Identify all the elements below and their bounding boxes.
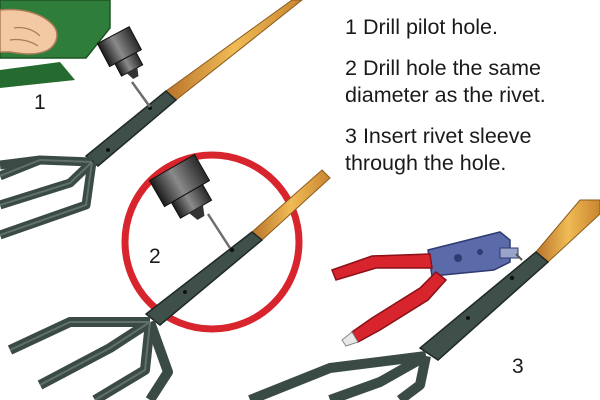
fork-tines-3 [248, 351, 431, 400]
instruction-3: 3 Insert rivet sleeve through the hole. [345, 123, 595, 177]
fork-shaft-3 [418, 251, 550, 361]
fork-step-3 [248, 199, 600, 400]
drill-step-2 [148, 153, 232, 249]
step-marker-3: 3 [512, 355, 524, 378]
instruction-2-number: 2 [345, 56, 357, 80]
fork-shaft-2 [144, 231, 264, 326]
wood-handle-2 [251, 169, 331, 241]
instruction-1-number: 1 [345, 15, 357, 39]
fork-tines-2 [7, 317, 173, 400]
step-marker-2: 2 [149, 245, 161, 268]
fork-shaft-1 [84, 90, 178, 167]
riveter-head [427, 231, 511, 277]
fork-step-1 [0, 0, 303, 240]
wood-handle-1 [165, 0, 303, 101]
hand [0, 8, 58, 55]
fork-step-2 [7, 151, 331, 400]
drill-bit-2 [206, 213, 232, 249]
drill-bit-1 [130, 81, 152, 108]
instructions-panel: 1 Drill pilot hole. 2 Drill hole the sam… [345, 14, 595, 191]
riveter-handle-lower [350, 270, 448, 344]
instruction-3-number: 3 [345, 124, 357, 148]
instruction-1: 1 Drill pilot hole. [345, 14, 595, 41]
highlight-circle [121, 151, 303, 333]
rivet-tool [331, 231, 523, 347]
instruction-2-text: Drill hole the same diameter as the rive… [345, 56, 546, 107]
instruction-1-text: Drill pilot hole. [362, 15, 498, 39]
drill-step-1 [0, 0, 152, 108]
wood-handle-3 [535, 199, 600, 263]
instruction-3-text: Insert rivet sleeve through the hole. [345, 124, 532, 175]
riveter-handle-upper [331, 253, 433, 281]
step-marker-1: 1 [34, 91, 46, 114]
instruction-2: 2 Drill hole the same diameter as the ri… [345, 55, 595, 109]
